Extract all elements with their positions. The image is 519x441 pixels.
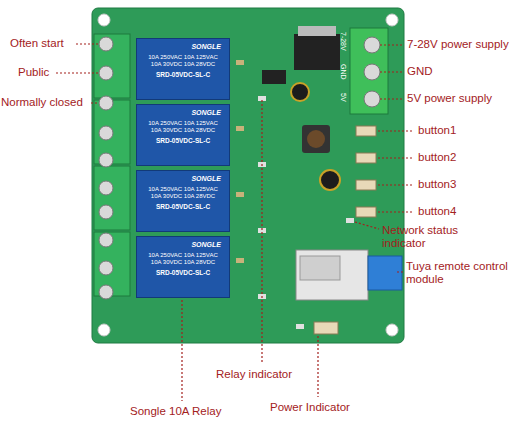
relay-body: SONGLE 10A 250VAC 10A 125VAC 10A 30VDC 10… — [136, 236, 230, 298]
brand-text: SONGLE — [139, 174, 227, 183]
callout-label: Relay indicator — [216, 368, 292, 381]
callout-label: 5V power supply — [407, 92, 492, 105]
rating-text: 10A 250VAC 10A 125VAC 10A 30VDC 10A 28VD… — [145, 120, 221, 134]
rating-text: 10A 250VAC 10A 125VAC 10A 30VDC 10A 28VD… — [145, 252, 221, 266]
rating-text: 10A 250VAC 10A 125VAC 10A 30VDC 10A 28VD… — [145, 186, 221, 200]
callout-label: button1 — [418, 124, 456, 137]
relay-body: SONGLE 10A 250VAC 10A 125VAC 10A 30VDC 10… — [136, 170, 230, 232]
callout-label: 7-28V power supply — [407, 38, 509, 51]
callout-label: Tuya remote control module — [406, 260, 516, 286]
callout-label: button4 — [418, 205, 456, 218]
model-text: SRD-05VDC-SL-C — [139, 269, 227, 276]
callout-label: button3 — [418, 178, 456, 191]
callout-label: Public — [18, 66, 49, 79]
rating-text: 10A 250VAC 10A 125VAC 10A 30VDC 10A 28VD… — [145, 54, 221, 68]
silkscreen-label: 5V — [339, 93, 347, 102]
brand-text: SONGLE — [139, 240, 227, 249]
callout-label: Power Indicator — [270, 401, 350, 414]
callout-label: button2 — [418, 151, 456, 164]
relay-body: SONGLE 10A 250VAC 10A 125VAC 10A 30VDC 10… — [136, 104, 230, 166]
model-text: SRD-05VDC-SL-C — [139, 137, 227, 144]
callout-label: GND — [407, 65, 433, 78]
relay-body: SONGLE 10A 250VAC 10A 125VAC 10A 30VDC 10… — [136, 38, 230, 100]
brand-text: SONGLE — [139, 108, 227, 117]
silkscreen-label: GND — [339, 64, 347, 80]
model-text: SRD-05VDC-SL-C — [139, 71, 227, 78]
model-text: SRD-05VDC-SL-C — [139, 203, 227, 210]
callout-label: Network status indicator — [382, 224, 482, 250]
callout-label: Songle 10A Relay — [130, 405, 221, 418]
silkscreen-label: 7-28V — [339, 32, 347, 51]
brand-text: SONGLE — [139, 42, 227, 51]
callout-label: Normally closed — [1, 96, 83, 109]
callout-label: Often start — [10, 37, 64, 50]
